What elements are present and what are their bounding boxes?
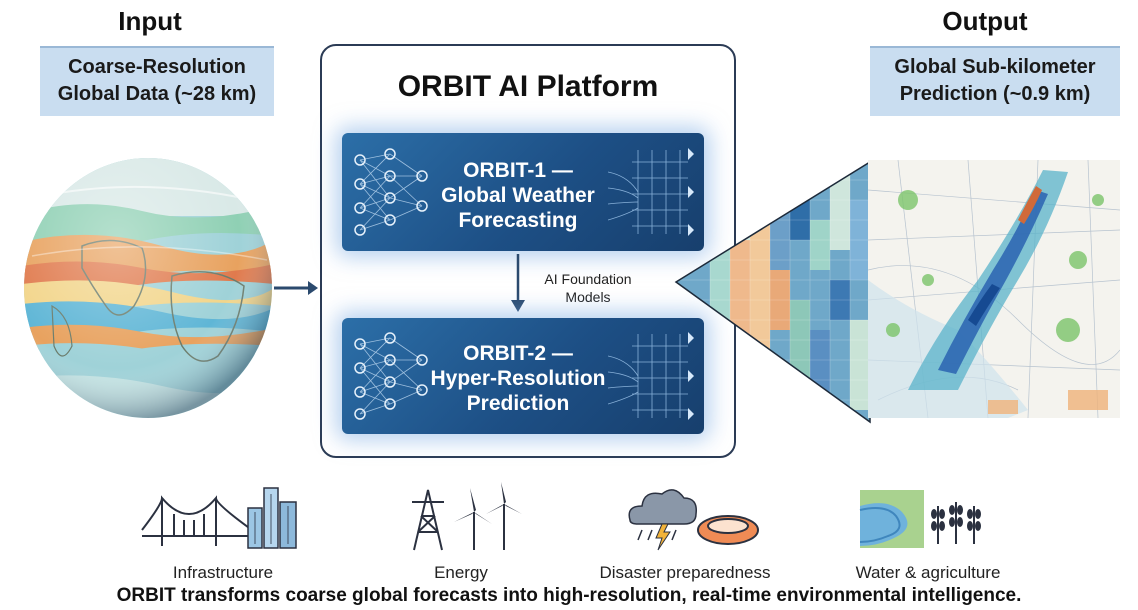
neural-network-icon-2 — [354, 332, 428, 420]
data-grid-icon — [608, 148, 694, 236]
orbit-2-title: ORBIT-2 — Hyper-Resolution Prediction — [420, 341, 616, 416]
orbit-1-line1: ORBIT-1 — — [463, 159, 573, 182]
input-label-box: Coarse-Resolution Global Data (~28 km) — [40, 46, 274, 116]
output-label-line1: Global Sub-kilometer — [894, 56, 1096, 78]
orbit-1-line3: Forecasting — [458, 209, 578, 232]
app-label-infrastructure: Infrastructure — [172, 563, 274, 582]
storm-cloud-raft-icon — [628, 489, 759, 551]
orbit-2-card — [342, 318, 704, 434]
platform-title: ORBIT AI Platform — [397, 70, 659, 103]
zoom-pixel-wedge — [674, 160, 871, 424]
data-grid-icon-2 — [608, 332, 694, 420]
output-label-line2: Prediction (~0.9 km) — [899, 83, 1091, 105]
orbit-2-line2: Hyper-Resolution — [430, 367, 606, 390]
orbit-1-title: ORBIT-1 — Global Weather Forecasting — [420, 158, 616, 233]
input-label-line2: Global Data (~28 km) — [57, 83, 257, 105]
river-crops-icon — [859, 490, 992, 548]
globe-icon — [24, 158, 272, 418]
input-heading: Input — [118, 6, 182, 36]
app-label-water-agriculture: Water & agriculture — [855, 563, 1001, 582]
connector-label: AI Foundation Models — [520, 270, 656, 306]
connector-line1: AI Foundation — [544, 271, 632, 287]
input-label-line1: Coarse-Resolution — [68, 56, 246, 78]
connector-arrow — [511, 254, 525, 312]
app-label-energy: Energy — [434, 563, 488, 582]
connector-line2: Models — [565, 289, 611, 305]
orbit-1-card — [342, 133, 704, 251]
power-tower-wind-turbine-icon — [412, 482, 522, 551]
app-label-disaster-preparedness: Disaster preparedness — [599, 563, 771, 582]
orbit-1-line2: Global Weather — [441, 184, 595, 207]
neural-network-icon — [354, 148, 428, 236]
input-arrow — [274, 281, 318, 295]
output-heading: Output — [942, 6, 1028, 36]
high-resolution-map — [868, 160, 1120, 418]
footer-caption: ORBIT transforms coarse global forecasts… — [116, 585, 1022, 606]
city-bridge-icon — [141, 487, 297, 549]
output-label-box: Global Sub-kilometer Prediction (~0.9 km… — [870, 46, 1120, 116]
orbit-2-line3: Prediction — [466, 392, 570, 415]
orbit-2-line1: ORBIT-2 — — [463, 342, 573, 365]
